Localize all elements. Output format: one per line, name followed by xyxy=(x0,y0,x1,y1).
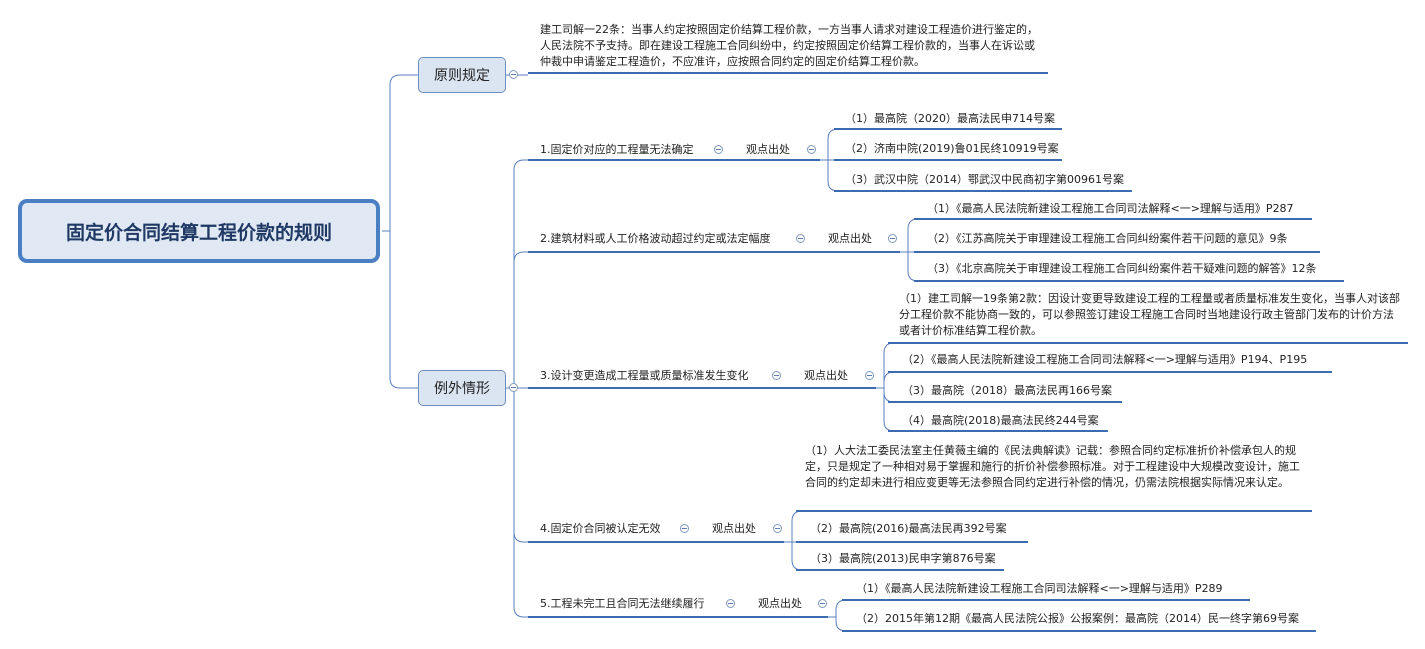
connector-line xyxy=(876,371,895,389)
source-3-3: （3）最高院（2018）最高法民再166号案 xyxy=(902,384,1112,397)
exception-5-title[interactable]: 5.工程未完工且合同无法继续履行 xyxy=(540,597,705,610)
source-3-4: （4）最高院(2018)最高法民终244号案 xyxy=(902,414,1099,427)
exception-3-source-node[interactable]: 观点出处 xyxy=(804,369,848,382)
collapse-minus-icon[interactable] xyxy=(865,371,874,380)
connector-line xyxy=(382,74,418,232)
source-4-3: （3）最高院(2013)民申字第876号案 xyxy=(810,552,996,565)
connector-line xyxy=(506,159,528,389)
exception-1-title[interactable]: 1.固定价对应的工程量无法确定 xyxy=(540,143,694,156)
collapse-minus-icon[interactable] xyxy=(888,234,897,243)
source-4-1: （1）人大法工委民法室主任黄薇主编的《民法典解读》记载：参照合同约定标准折价补偿… xyxy=(805,444,1300,489)
source-2-1: （1）《最高人民法院新建设工程施工合同司法解释<一>理解与适用》P287 xyxy=(927,202,1294,215)
collapse-minus-icon[interactable] xyxy=(807,145,816,154)
exception-2-title[interactable]: 2.建筑材料或人工价格波动超过约定或法定幅度 xyxy=(540,232,771,245)
collapse-minus-icon[interactable] xyxy=(726,599,735,608)
connector-line xyxy=(506,387,528,543)
collapse-minus-icon[interactable] xyxy=(796,234,805,243)
collapse-minus-icon[interactable] xyxy=(818,599,827,608)
collapse-minus-icon[interactable] xyxy=(772,371,781,380)
branch-principle[interactable]: 原则规定 xyxy=(418,57,506,93)
source-1-3: （3）武汉中院（2014）鄂武汉中民商初字第00961号案 xyxy=(845,173,1124,186)
source-2-2: （2）《江苏高院关于审理建设工程施工合同纠纷案件若干问题的意见》9条 xyxy=(927,232,1288,245)
exception-1-source-node[interactable]: 观点出处 xyxy=(746,143,790,156)
source-3-2: （2）《最高人民法院新建设工程施工合同司法解释<一>理解与适用》P194、P19… xyxy=(902,353,1308,366)
connector-line xyxy=(506,251,528,389)
branch-exceptions[interactable]: 例外情形 xyxy=(418,370,506,406)
source-4-2: （2）最高院(2016)最高法民再392号案 xyxy=(810,522,1007,535)
connector-line xyxy=(900,251,919,282)
connector-line xyxy=(828,616,847,632)
source-1-2: （2）济南中院(2019)鲁01民终10919号案 xyxy=(845,142,1059,155)
connector-line xyxy=(828,599,847,618)
exception-4-title[interactable]: 4.固定价合同被认定无效 xyxy=(540,522,661,535)
collapse-minus-icon[interactable] xyxy=(509,383,518,392)
connector-line xyxy=(900,218,919,253)
connector-line xyxy=(876,387,895,432)
collapse-minus-icon[interactable] xyxy=(680,524,689,533)
source-1-1: （1）最高院（2020）最高法民申714号案 xyxy=(845,112,1055,125)
exception-3-title[interactable]: 3.设计变更造成工程量或质量标准发生变化 xyxy=(540,369,749,382)
collapse-minus-icon[interactable] xyxy=(509,70,518,79)
connector-line xyxy=(506,387,528,618)
root-topic[interactable]: 固定价合同结算工程价款的规则 xyxy=(18,199,380,263)
principle-text: 建工司解一22条：当事人约定按照固定价结算工程价款，一方当事人请求对建设工程造价… xyxy=(540,23,1038,68)
source-3-1: （1）建工司解一19条第2款：因设计变更导致建设工程的工程量或者质量标准发生变化… xyxy=(899,292,1400,337)
connector-line xyxy=(784,541,803,571)
collapse-minus-icon[interactable] xyxy=(714,145,723,154)
connector-line xyxy=(820,128,839,161)
connector-line xyxy=(876,387,895,403)
exception-2-source-node[interactable]: 观点出处 xyxy=(828,232,872,245)
exception-4-source-node[interactable]: 观点出处 xyxy=(712,522,756,535)
connector-line xyxy=(820,159,839,192)
source-5-2: （2）2015年第12期《最高人民法院公报》公报案例：最高院（2014）民一终字… xyxy=(856,612,1299,625)
connector-line xyxy=(382,230,418,389)
exception-5-source-node[interactable]: 观点出处 xyxy=(758,597,802,610)
connector-line xyxy=(876,342,895,389)
source-5-1: （1）《最高人民法院新建设工程施工合同司法解释<一>理解与适用》P289 xyxy=(856,582,1223,595)
collapse-minus-icon[interactable] xyxy=(773,524,782,533)
connector-line xyxy=(784,510,803,543)
source-2-3: （3）《北京高院关于审理建设工程施工合同纠纷案件若干疑难问题的解答》12条 xyxy=(927,262,1317,275)
